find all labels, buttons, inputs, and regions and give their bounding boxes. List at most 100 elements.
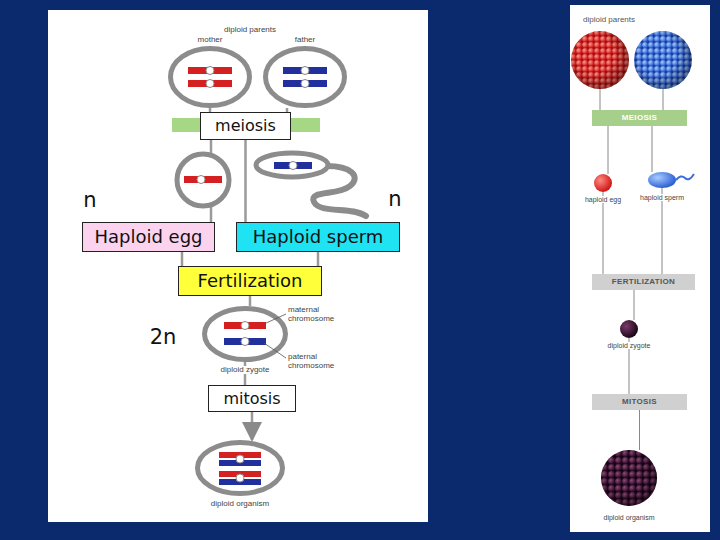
gamete-box: Haploid sperm	[236, 222, 400, 252]
chromosome	[274, 162, 312, 169]
centromere	[206, 80, 214, 88]
ball-outline	[620, 320, 638, 338]
node-text: haploid egg	[584, 196, 622, 203]
connector-line	[249, 296, 252, 306]
diagram-label: diploid parents	[583, 16, 635, 25]
chromosome	[219, 460, 261, 466]
node-text: diploid zygote	[607, 342, 652, 349]
sperm-tail	[676, 174, 694, 180]
sperm-ball: haploid sperm	[648, 172, 676, 188]
cell-outline	[195, 440, 285, 496]
cell-cluster	[601, 450, 657, 506]
connector-line	[251, 412, 254, 440]
cell-ball	[620, 320, 638, 338]
centromere	[236, 474, 244, 482]
parent-clusters	[571, 31, 692, 89]
ball-outline	[594, 174, 612, 192]
diagram-label: n	[388, 188, 401, 211]
diagram-label: maternal chromosome	[288, 306, 350, 324]
process-band: MITOSIS	[592, 394, 687, 410]
centromere	[241, 338, 249, 346]
berry-outline	[601, 450, 657, 506]
connector-line	[210, 140, 213, 222]
node-text: diploid organism	[603, 514, 656, 521]
centromere	[301, 67, 309, 75]
cell-membrane	[171, 49, 250, 106]
sperm-tail	[313, 166, 366, 216]
process-box: meiosis	[200, 112, 291, 140]
diagram-label: diploid parents	[224, 26, 276, 35]
mother-chromosomes	[188, 67, 232, 88]
egg-cell	[177, 154, 229, 206]
centromere	[197, 176, 205, 184]
cell-outline	[168, 46, 252, 108]
egg-ball: haploid egg	[594, 174, 612, 192]
sperm-head	[256, 153, 328, 177]
zygote-ball: diploid zygote	[620, 320, 638, 338]
leader-line	[264, 343, 286, 358]
chromosome	[219, 471, 261, 477]
parent-cell: father	[263, 46, 347, 108]
process-box: Fertilization	[178, 266, 322, 296]
chromosome	[283, 80, 327, 87]
right-panel	[570, 5, 710, 532]
organism-chromosomes	[219, 452, 261, 485]
sperm-head	[648, 172, 676, 188]
cluster-shade	[634, 31, 692, 89]
cell-outline	[263, 46, 347, 108]
centromere	[236, 455, 244, 463]
cluster-shade	[571, 31, 629, 89]
node-text: MITOSIS	[622, 398, 657, 406]
mother-cluster	[571, 31, 629, 89]
cell-outline	[202, 306, 288, 362]
father-cluster	[634, 31, 692, 89]
node-text: meiosis	[215, 118, 276, 134]
node-text: Haploid sperm	[253, 228, 384, 246]
node-text: mitosis	[223, 391, 280, 407]
centromere	[301, 80, 309, 88]
gamete-box: Haploid egg	[82, 222, 215, 252]
parent-line	[663, 89, 664, 110]
cluster-shade	[601, 450, 657, 506]
cell-ball	[594, 174, 612, 192]
node-text: mother	[197, 36, 224, 44]
chromosome	[188, 80, 232, 87]
egg-outline	[177, 154, 229, 206]
sperm-cell	[256, 153, 366, 216]
connector-line	[652, 126, 653, 172]
process-band: MEIOSIS	[592, 110, 687, 126]
zygote-chromosomes	[224, 314, 286, 358]
connector-line	[317, 252, 320, 266]
connector-line	[634, 290, 635, 320]
left-panel	[48, 10, 428, 522]
diagram-label: paternal chromosome	[288, 353, 350, 371]
parent-cell: mother	[168, 46, 252, 108]
chromosome	[184, 176, 222, 183]
centromere	[206, 67, 214, 75]
connector-line	[608, 126, 609, 174]
chromosome	[219, 479, 261, 485]
zygote-cell: diploid zygote	[202, 306, 288, 362]
chromosome	[224, 322, 266, 329]
chromosome	[219, 452, 261, 458]
sperm-outline	[648, 172, 676, 188]
chromosome	[224, 338, 266, 345]
node-text: Fertilization	[198, 272, 303, 290]
centromere	[289, 162, 297, 170]
connector-line	[603, 192, 604, 274]
centromere	[241, 322, 249, 330]
node-text: diploid organism	[210, 500, 270, 508]
organism-cell: diploid organism	[195, 440, 285, 496]
node-text: MEIOSIS	[622, 114, 657, 122]
connector-line	[639, 410, 640, 450]
cell-membrane	[205, 309, 286, 360]
leader-line	[264, 314, 286, 324]
diagram-label: 2n	[150, 326, 177, 349]
connector-line	[181, 252, 184, 266]
organism-ball: diploid organism	[601, 450, 657, 506]
connector-line	[244, 140, 247, 222]
process-band: FERTILIZATION	[592, 274, 695, 290]
father-chromosomes	[283, 67, 327, 88]
node-text: diploid zygote	[220, 366, 271, 374]
node-text: father	[294, 36, 316, 44]
